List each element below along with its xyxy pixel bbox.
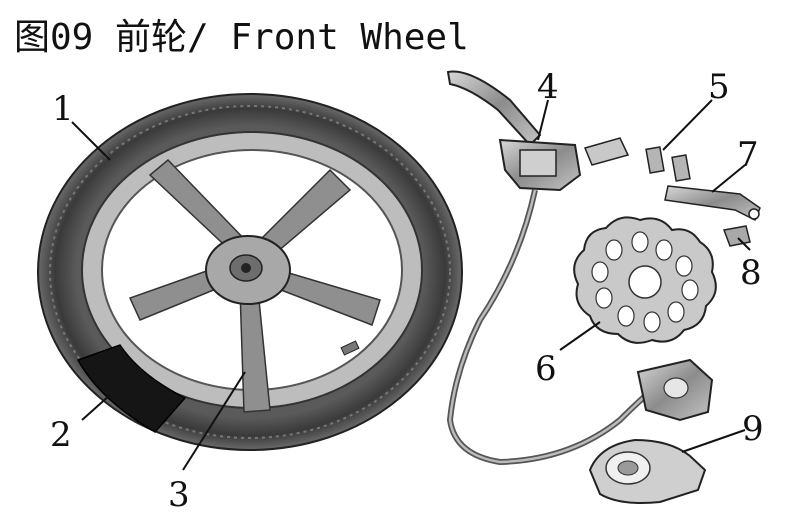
brake-lever-assembly: [446, 70, 652, 466]
brake-lever: [446, 70, 542, 147]
brake-disc: [573, 216, 717, 344]
reservoir-cap: [519, 149, 557, 177]
clip-part: [722, 225, 751, 247]
callout-1: 1: [52, 89, 74, 129]
brake-caliper: [636, 358, 714, 422]
rim-band: [76, 344, 187, 433]
tire-tread-edge: [49, 105, 451, 439]
front-wheel: [37, 93, 463, 451]
callout-2: 2: [50, 415, 72, 455]
callout-4: 4: [537, 67, 559, 107]
callout-9: 9: [742, 409, 764, 449]
callout-3: 3: [168, 475, 190, 515]
callout-labels: 1 2 3 4 5 6 7 8 9: [50, 67, 764, 515]
valve-stem: [340, 340, 360, 356]
figure-title: 图09 前轮/ Front Wheel: [14, 17, 469, 58]
leader-lines: [71, 99, 751, 471]
mirror-clamp: [583, 137, 630, 166]
speedometer-drive: [588, 438, 707, 504]
callout-6: 6: [535, 349, 557, 389]
wheel-spokes: [128, 158, 381, 413]
callout-8: 8: [740, 253, 762, 293]
bolt-parts: [645, 146, 691, 182]
callout-7: 7: [737, 135, 759, 175]
bracket-plate: [664, 185, 761, 222]
callout-5: 5: [708, 67, 730, 107]
